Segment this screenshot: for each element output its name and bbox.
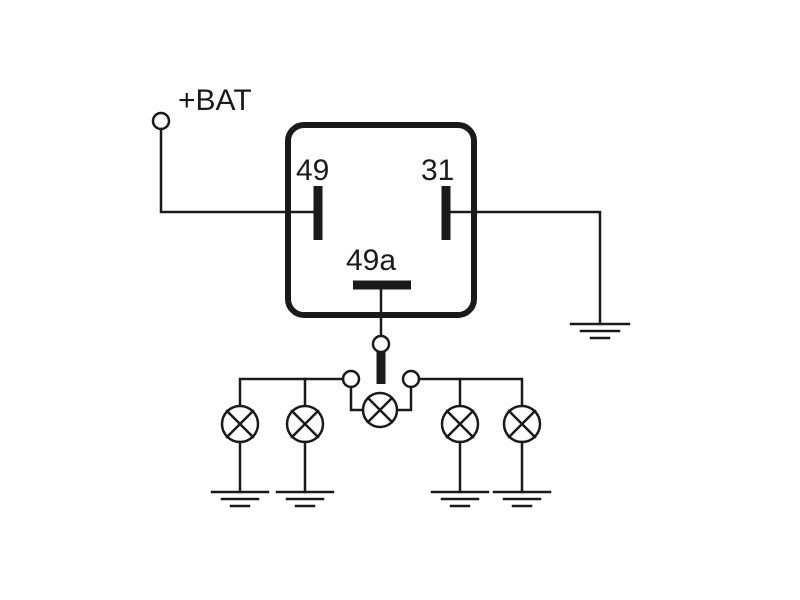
pilot-lamp [349,385,413,429]
ground-icon [275,490,335,508]
lamp-icon [220,404,260,444]
lamp-icon [502,404,542,444]
ground-icon [492,490,552,508]
switch-common-terminal-icon [371,334,391,354]
right-bus-wire [417,377,524,408]
ground-wire [444,210,602,326]
battery-supply: +BAT [151,84,320,214]
ground-icon [569,322,631,340]
battery-wire [159,127,320,214]
lamp-icon [440,404,480,444]
terminal-49a-label: 49a [346,244,396,277]
ground-icon [430,490,490,508]
terminal-31-label: 31 [421,154,454,187]
switch-right-terminal-icon [401,369,421,389]
left-bus-wire [238,377,345,408]
lamp-icon [285,404,325,444]
left-lamp-circuit [210,377,345,508]
terminal-49-label: 49 [296,154,329,187]
bat-label: +BAT [178,84,252,117]
turn-signal-switch [341,287,421,389]
battery-terminal-icon [151,111,171,131]
pilot-lamp-wire-left [349,385,363,412]
pilot-lamp-wire-right [397,385,413,412]
pilot-lamp-icon [361,391,399,429]
right-lamp-circuit [417,377,552,508]
relay-unit: 49 31 49a [285,122,477,318]
switch-left-terminal-icon [341,369,361,389]
relay-ground-circuit [444,210,631,340]
ground-icon [210,490,270,508]
